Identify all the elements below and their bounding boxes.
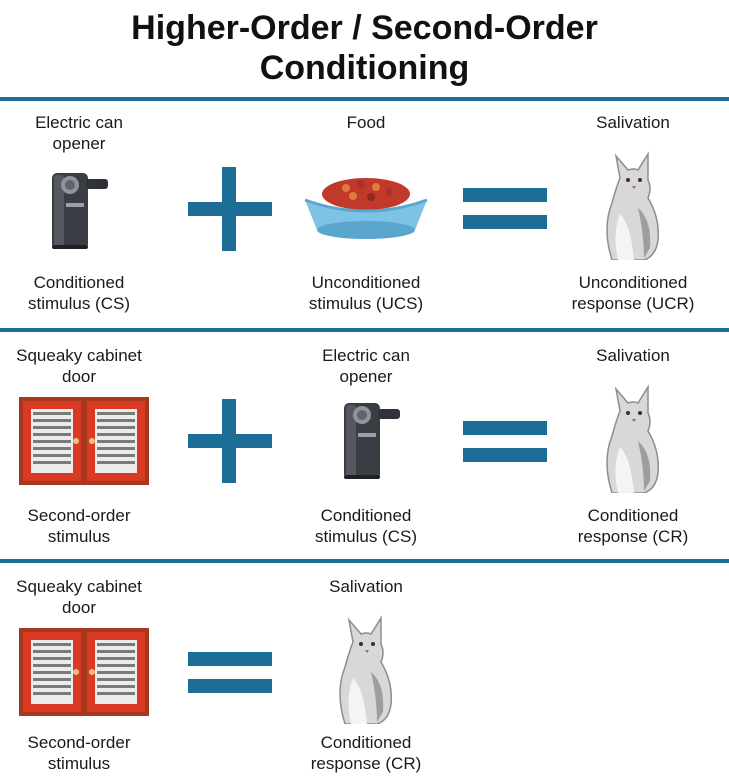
item-top-label: Electric can opener xyxy=(35,113,123,153)
item-bottom-label: Conditioned stimulus (CS) xyxy=(314,506,417,546)
item-top-label: Food xyxy=(346,113,386,132)
cabinet-icon xyxy=(19,397,149,485)
row-3: Squeaky cabinet door Second-order stimul… xyxy=(0,576,729,781)
item-top-label: Salivation xyxy=(596,113,670,132)
diagram-title-area: Higher-Order / Second-Order Conditioning xyxy=(0,0,729,96)
item-top-label: Salivation xyxy=(329,577,403,596)
cat-icon xyxy=(339,615,393,724)
cat-icon xyxy=(606,151,660,260)
row-divider xyxy=(0,328,729,332)
item-bottom-label: Conditioned response (CR) xyxy=(310,733,422,773)
diagram-title: Higher-Order / Second-Order Conditioning xyxy=(131,9,598,87)
can-opener-icon xyxy=(52,173,108,249)
item-bottom-label: Conditioned stimulus (CS) xyxy=(27,273,130,313)
plus-icon xyxy=(188,167,272,251)
item-bottom-label: Unconditioned response (UCR) xyxy=(571,273,695,313)
equals-icon xyxy=(463,421,547,462)
cat-icon xyxy=(606,384,660,493)
row-2: Squeaky cabinet door Second-order stimul… xyxy=(0,345,729,557)
item-top-label: Squeaky cabinet door xyxy=(16,577,142,617)
item-bottom-label: Second-order stimulus xyxy=(27,506,131,546)
equals-icon xyxy=(463,188,547,229)
equals-icon xyxy=(188,652,272,693)
item-top-label: Squeaky cabinet door xyxy=(16,346,142,386)
cabinet-icon xyxy=(19,628,149,716)
item-bottom-label: Second-order stimulus xyxy=(27,733,131,773)
row-divider xyxy=(0,97,729,101)
item-top-label: Electric can opener xyxy=(322,346,410,386)
row-1: Electric can opener Conditioned stimulus… xyxy=(0,112,729,324)
food-bowl-icon xyxy=(304,178,428,239)
item-bottom-label: Unconditioned stimulus (UCS) xyxy=(308,273,424,313)
can-opener-icon xyxy=(344,403,400,479)
item-top-label: Salivation xyxy=(596,346,670,365)
item-bottom-label: Conditioned response (CR) xyxy=(577,506,689,546)
plus-icon xyxy=(188,399,272,483)
row-divider xyxy=(0,559,729,563)
